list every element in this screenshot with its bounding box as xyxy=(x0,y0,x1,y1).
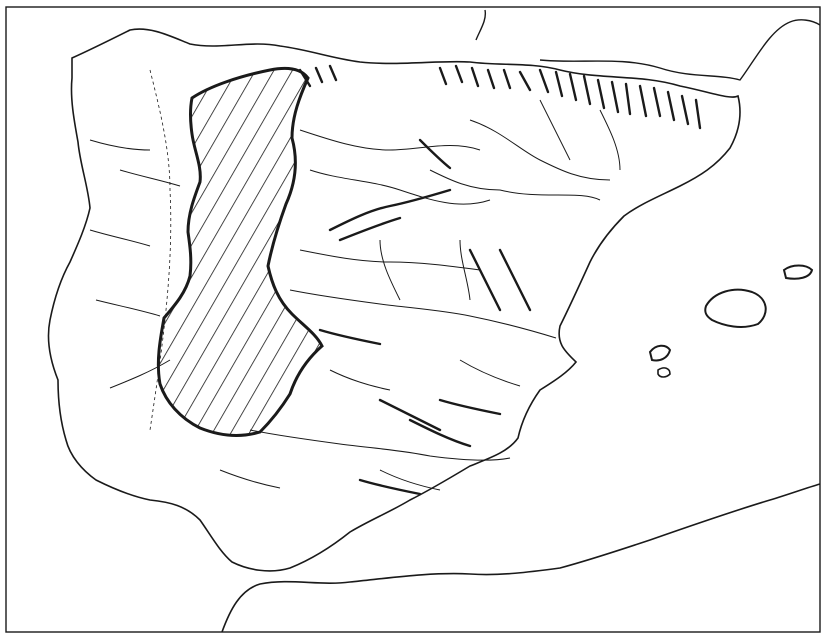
menorca xyxy=(782,264,814,280)
map-border xyxy=(5,6,821,633)
portugal-border xyxy=(149,69,172,431)
ibiza xyxy=(648,344,672,362)
river-network xyxy=(89,99,621,491)
mallorca xyxy=(704,288,767,328)
france-coastline xyxy=(475,9,821,81)
north-africa-coastline xyxy=(221,483,821,633)
mountain-ranges-shading xyxy=(298,64,702,496)
hatched-western-corridor xyxy=(156,66,324,437)
formentera xyxy=(657,367,671,378)
